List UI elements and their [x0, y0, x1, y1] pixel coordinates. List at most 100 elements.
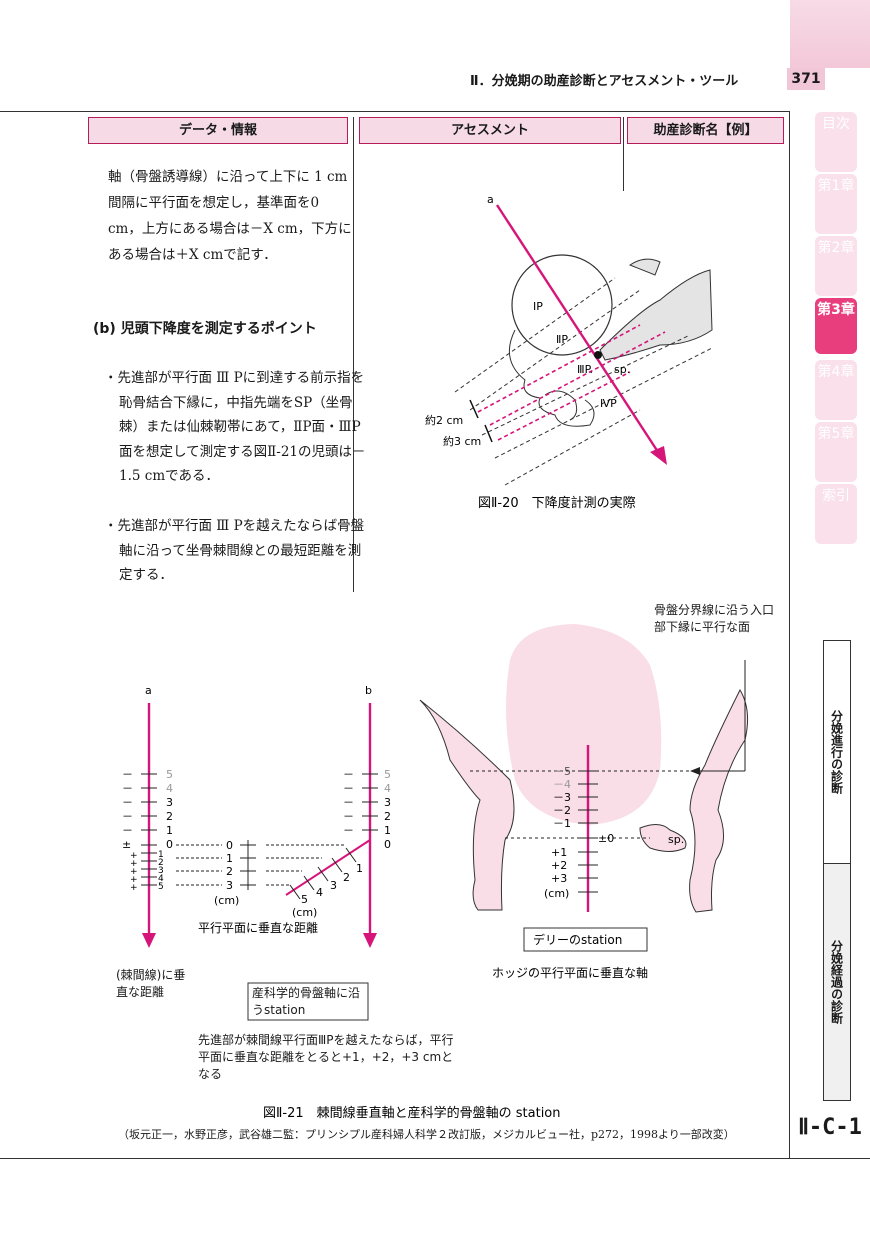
fig21-b-neg-2: 2 — [384, 810, 391, 823]
bullet-point-2: ・先進部が平行面 Ⅲ Pを越えたならば骨盤軸に沿って坐骨棘間線との最短距離を測定… — [104, 518, 365, 583]
svg-text:+: + — [130, 875, 138, 885]
measure-arrow-2cm — [469, 399, 479, 419]
fig21-note: 先進部が棘間線平行面ⅢPを越えたならば，平行平面に垂直な距離をとると+1，+2，… — [198, 1033, 454, 1081]
svg-text:－: － — [122, 824, 133, 837]
axis-a-arrowhead — [650, 446, 667, 465]
fig21-axis-a-ticks — [141, 773, 157, 886]
fig21-label-inlet: 骨盤分界線に沿う入口部下縁に平行な面 — [654, 603, 775, 634]
fig21-label-a: a — [145, 684, 152, 697]
fig20-label-a: a — [487, 193, 494, 206]
fig21-a-zero: 0 — [166, 838, 173, 851]
svg-text:+: + — [130, 883, 138, 893]
svg-text:－: － — [122, 810, 133, 823]
header-rule — [0, 111, 790, 112]
svg-text:－: － — [122, 796, 133, 809]
delee-zero: ±0 — [598, 832, 614, 845]
fig21-diag-2: 2 — [343, 871, 350, 884]
svg-text:－: － — [343, 782, 354, 795]
svg-text:+: + — [130, 859, 138, 869]
fig21-source: （坂元正一，水野正彦，武谷雄二監：プリンシプル産科婦人科学２改訂版，メジカルビュ… — [118, 1128, 735, 1141]
fig21-mid-1: 1 — [226, 852, 233, 865]
fig21-diag-3: 3 — [330, 879, 337, 892]
column-header-data: データ・情報 — [88, 117, 348, 144]
pink-dashed-line-1 — [477, 324, 641, 413]
page-number: 371 — [787, 68, 825, 90]
delee-pos-3: +3 — [551, 872, 567, 885]
delee-pos-1: +1 — [551, 846, 567, 859]
fig21-axis-b-arrowhead — [363, 933, 377, 948]
fig20-label-ivp: ⅣP — [600, 397, 617, 410]
fig21-label-spine: (棘間線)に垂直な距離 — [116, 968, 186, 999]
delee-neg-3: －3 — [553, 791, 571, 804]
ischial-spine — [639, 824, 687, 852]
svg-text:±: ± — [122, 838, 131, 851]
delee-neg-2: －2 — [553, 804, 571, 817]
fig21-obstetric-box — [247, 982, 369, 1021]
fig21-a-neg-5: 5 — [166, 768, 173, 781]
svg-text:－: － — [343, 824, 354, 837]
pink-dashed-line-2 — [489, 331, 666, 426]
parallel-line-1 — [454, 277, 616, 393]
pink-dashed-line-3 — [497, 371, 631, 441]
fig21-a-neg-2: 2 — [166, 810, 173, 823]
page-corner-tab — [790, 0, 870, 68]
spine-point — [594, 351, 602, 359]
tab-contents[interactable]: 目次 — [815, 112, 857, 172]
fig21-a-pos-3: 3 — [158, 866, 164, 876]
tab-chapter-5[interactable]: 第5章 — [815, 422, 857, 482]
delee-neg-4: －4 — [553, 778, 571, 791]
fig21-diag-cm: (cm) — [292, 906, 317, 919]
fig21-a-neg-3: 3 — [166, 796, 173, 809]
fig21-mid-dashes — [176, 844, 345, 886]
tab-chapter-3[interactable]: 第3章 — [815, 298, 857, 354]
delee-cm: (cm) — [544, 887, 569, 900]
fig21-a-pos-4: 4 — [158, 874, 164, 884]
fig21-a-neg-4: 4 — [166, 782, 173, 795]
tab-chapter-4[interactable]: 第4章 — [815, 360, 857, 420]
left-ilium — [419, 699, 515, 911]
bullet-point-1: ・先進部が平行面 Ⅲ Pに到達する前示指を恥骨結合下縁に，中指先端をSP（坐骨棘… — [104, 370, 366, 484]
footer-rule — [0, 1158, 870, 1159]
fig20-label-sp: sp. — [614, 363, 630, 376]
measure-arrow-3cm — [484, 424, 493, 443]
fig21-label-obstetric: 産科学的骨盤軸に沿うstation — [252, 986, 361, 1017]
running-header-title: Ⅱ．分娩期の助産診断とアセスメント・ツール — [470, 74, 739, 89]
delee-axis-ticks — [578, 770, 598, 893]
fig21-b-neg-1: 1 — [384, 824, 391, 837]
axis-a-line — [495, 204, 662, 456]
fig21-a-pos-5: 5 — [158, 882, 164, 892]
right-margin-rule — [789, 111, 790, 1159]
svg-text:－: － — [122, 782, 133, 795]
fig20-label-3cm: 約3 cm — [443, 434, 481, 448]
fig21-diag-5: 5 — [301, 893, 308, 906]
svg-text:+: + — [130, 851, 138, 861]
fig21-axis-a-arrowhead — [142, 933, 156, 948]
pelvis-outline — [508, 329, 595, 427]
fig20-label-ip: ⅠP — [533, 300, 543, 313]
tab-index[interactable]: 索引 — [815, 484, 857, 544]
body-paragraph: 軸（骨盤誘導線）に沿って上下に 1 cm間隔に平行面を想定し，基準面を0 cm，… — [108, 169, 352, 263]
delee-box — [523, 927, 648, 952]
column-header-assessment: アセスメント — [359, 117, 621, 144]
fig21-label-b: b — [365, 684, 372, 697]
svg-text:－: － — [343, 768, 354, 781]
fig21-diag-4: 4 — [316, 886, 323, 899]
fig20-label-iiip: ⅢP. — [577, 363, 593, 376]
fig21-b-neg-5: 5 — [384, 768, 391, 781]
tab-chapter-1[interactable]: 第1章 — [815, 174, 857, 234]
fig21-a-pos-1: 1 — [158, 850, 164, 860]
fig21-mid-2: 2 — [226, 865, 233, 878]
fig21-diagonal-axis — [285, 839, 371, 896]
fig21-b-zero: 0 — [384, 838, 391, 851]
fig21-mid-3: 3 — [226, 879, 233, 892]
fig21-a-pos-2: 2 — [158, 858, 164, 868]
hand-thumb — [628, 258, 661, 276]
fig20-caption: 図Ⅱ-20 下降度計測の実際 — [478, 495, 636, 511]
column-divider-2 — [623, 117, 624, 191]
column-header-diagnosis: 助産診断名【例】 — [627, 117, 784, 144]
fig21-axis-b-minus-signs: －－－ －－ — [343, 768, 354, 837]
tab-chapter-2[interactable]: 第2章 — [815, 236, 857, 296]
section-code: Ⅱ-C-1 — [798, 1115, 862, 1140]
fig21-label-sp: sp. — [668, 833, 684, 846]
